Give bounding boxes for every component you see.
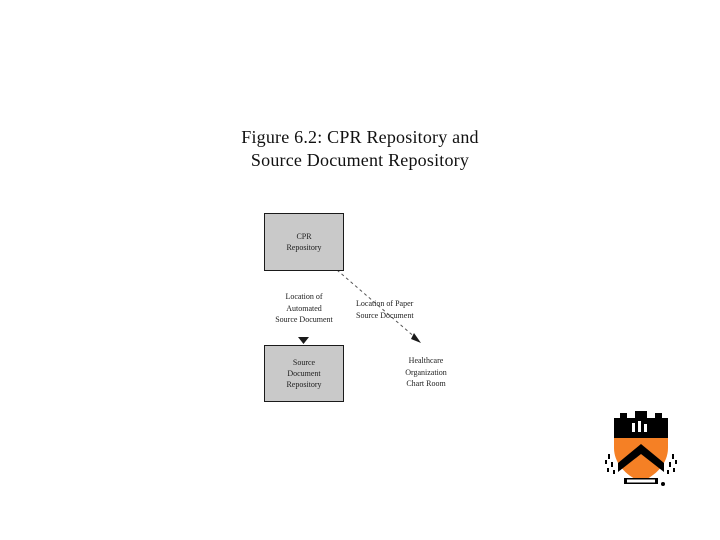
shield-top-mark-1 [632,423,635,432]
label-location-automated-line-2: Automated [286,303,322,313]
node-source-document-repository-line-2: Document [287,369,321,378]
node-cpr-repository[interactable]: CPR Repository [264,213,344,271]
label-chart-room-line-3: Chart Room [406,379,446,388]
label-chart-room-line-1: Healthcare [408,356,444,365]
label-location-paper-line-2: Source Document [356,310,414,320]
label-location-automated-line-3: Source Document [275,315,333,324]
label-location-automated-source-document: Location of Automated Source Document [244,291,364,326]
shield-wordmark-inner [627,479,655,483]
connector-cpr-to-chart-room-arrowhead [411,333,421,343]
connector-cpr-to-source-doc-arrowhead [298,337,309,344]
shield-registered-mark [661,482,665,486]
label-location-paper-source-document: Location of Paper Source Document [356,298,476,321]
node-source-document-repository-line-3: Repository [286,380,322,389]
label-healthcare-organization-chart-room: Healthcare Organization Chart Room [366,355,486,390]
node-source-document-repository[interactable]: Source Document Repository [264,345,344,402]
figure-title-line-2: Source Document Repository [250,150,470,170]
shield-top-mark-2 [638,421,641,432]
label-location-automated-line-1: Location of [285,292,323,301]
node-cpr-repository-line-1: CPR [296,232,312,241]
princeton-university-shield-icon [605,411,677,486]
shield-top-mark-3 [644,424,647,432]
label-chart-room-line-2: Organization [405,367,447,377]
node-cpr-repository-line-2: Repository [286,243,322,252]
figure-title-line-1: Figure 6.2: CPR Repository and [241,127,479,147]
node-source-document-repository-line-1: Source [292,358,316,367]
shield-chevron [618,444,664,472]
shield-surround-marks [605,454,677,474]
label-location-paper-line-1: Location of Paper [356,299,414,308]
figure-title: Figure 6.2: CPR Repository and Source Do… [180,126,540,172]
